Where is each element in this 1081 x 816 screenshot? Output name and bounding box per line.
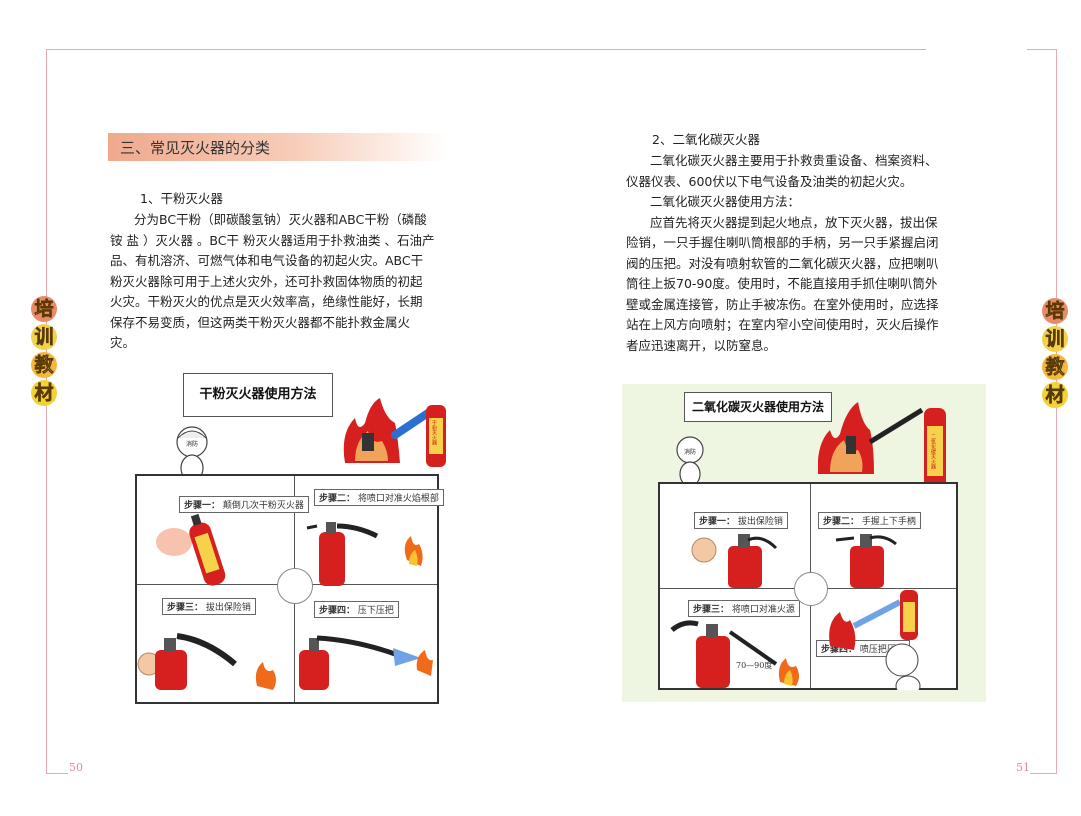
left-frame-bottom bbox=[46, 773, 68, 774]
paragraph-line: 铵 盐 ）灭火器 。BC干 粉灭火器适用于扑救油类 、石油产 bbox=[110, 232, 435, 248]
badge-char: 培 bbox=[1042, 298, 1068, 324]
step-text: 压下压把 bbox=[357, 606, 394, 616]
page-number-left: 50 bbox=[69, 761, 83, 774]
step-2-hold-handle-icon bbox=[835, 534, 897, 588]
left-subheading: 1、干粉灭火器 bbox=[140, 191, 223, 206]
section-title-bar bbox=[108, 133, 448, 161]
step-number: 步骤四： bbox=[821, 645, 858, 655]
left-frame-vertical bbox=[46, 49, 47, 773]
right-frame-top bbox=[1027, 49, 1057, 50]
co2-figure: 二氧化碳灭火器使用方法 消防 二氧化碳灭火器 步骤一： 拔出保险销 步骤二： 手… bbox=[622, 384, 986, 702]
paragraph-line: 灾。 bbox=[110, 335, 136, 350]
badge-char: 培 bbox=[31, 296, 57, 322]
step-4-label: 步骤四： 压下压把 bbox=[314, 601, 399, 618]
step-text: 将喷口对准火源 bbox=[731, 605, 795, 615]
left-paragraph: 分为BC干粉（即碳酸氢钠）灭火器和ABC干粉（磷酸 铵 盐 ）灭火器 。BC干 … bbox=[110, 210, 452, 354]
mascot-icon: 消防 bbox=[676, 436, 704, 487]
paragraph-line: 粉灭火器除可用于上述火灾外，还可扑救固体物质的初起 bbox=[110, 273, 423, 289]
side-badge-left: 培 训 教 材 bbox=[31, 296, 61, 408]
paragraph-line: 应首先将灭火器提到起火地点，放下灭火器，拔出保 bbox=[650, 214, 938, 230]
paragraph-line: 筒往上扳70-90度。使用时，不能直接用手抓住喇叭筒外 bbox=[626, 276, 938, 291]
step-text: 拔出保险销 bbox=[205, 603, 251, 613]
step-2-aiming-extinguisher-icon bbox=[306, 522, 423, 586]
step-1-label: 步骤一： 拔出保险销 bbox=[694, 512, 788, 529]
step-number: 步骤一： bbox=[699, 517, 736, 527]
paragraph-line: 险销，一只手握住喇叭筒根部的手柄，另一只手紧握启闭 bbox=[626, 235, 939, 250]
step-text: 手握上下手柄 bbox=[861, 517, 916, 527]
co2-fire-scene-icon bbox=[818, 402, 946, 492]
mascot-label: 消防 bbox=[186, 440, 198, 448]
extinguisher-label-vertical: 二氧化碳灭火器 bbox=[930, 434, 936, 469]
badge-char: 训 bbox=[31, 324, 57, 350]
step-3-label: 步骤三： 拔出保险销 bbox=[162, 598, 256, 615]
paragraph-line: 火灾。干粉灭火的优点是灭火效率高，绝缘性能好，长期 bbox=[110, 294, 423, 309]
page-number-right: 51 bbox=[1016, 761, 1030, 774]
step-number: 步骤一： bbox=[184, 501, 221, 511]
side-badge-right: 培 训 教 材 bbox=[1042, 298, 1072, 410]
badge-char: 教 bbox=[31, 352, 57, 378]
steps-panel: 步骤一： 拔出保险销 步骤二： 手握上下手柄 步骤三： 将喷口对准火源 步骤四：… bbox=[658, 482, 958, 690]
step-4-spray-icon bbox=[829, 590, 921, 690]
step-4-press-lever-icon bbox=[299, 635, 433, 690]
step-number: 步骤三： bbox=[693, 605, 730, 615]
steps-panel: 步骤一： 颠倒几次干粉灭火器 步骤二： 将喷口对准火焰根部 步骤三： 拔出保险销… bbox=[135, 474, 444, 704]
fire-extinguisher-scene-icon bbox=[343, 398, 446, 467]
step-number: 步骤三： bbox=[167, 603, 204, 613]
center-mascot-icon bbox=[277, 568, 313, 604]
paragraph-line: 分为BC干粉（即碳酸氢钠）灭火器和ABC干粉（磷酸 bbox=[134, 212, 427, 227]
step-number: 步骤二： bbox=[319, 494, 356, 504]
step-text: 拔出保险销 bbox=[737, 517, 783, 527]
usage-heading: 二氧化碳灭火器使用方法： bbox=[650, 194, 801, 209]
extinguisher-label-vertical: 干粉灭火器 bbox=[431, 420, 437, 445]
paragraph-line: 二氧化碳灭火器主要用于扑救贵重设备、档案资料、 bbox=[650, 153, 938, 168]
right-frame-vertical bbox=[1056, 49, 1057, 773]
paragraph-line: 品、有机溶济、可燃气体和电气设备的初起火灾。ABC干 bbox=[110, 253, 424, 268]
mascot-label: 消防 bbox=[684, 448, 696, 456]
paragraph-line: 壁或金属连接管，防止手被冻伤。在室外使用时，应选择 bbox=[626, 296, 939, 312]
paragraph-line: 者应迅速离开，以防窒息。 bbox=[626, 337, 777, 353]
step-text: 颠倒几次干粉灭火器 bbox=[222, 501, 304, 511]
angle-label: 70—90度 bbox=[736, 661, 773, 670]
step-1-shaking-extinguisher-icon bbox=[156, 513, 226, 586]
figure-title-bubble: 二氧化碳灭火器使用方法 bbox=[684, 392, 832, 422]
paragraph-line: 保存不易变质，但这两类干粉灭火器都不能扑救金属火 bbox=[110, 314, 411, 330]
step-1-label: 步骤一： 颠倒几次干粉灭火器 bbox=[179, 496, 309, 513]
step-3-aim-at-fire-icon bbox=[670, 620, 799, 688]
step-2-label: 步骤二： 手握上下手柄 bbox=[818, 512, 921, 529]
figure-title-bubble: 干粉灭火器使用方法 bbox=[183, 373, 333, 417]
step-number: 步骤四： bbox=[319, 606, 356, 616]
right-subheading: 2、二氧化碳灭火器 bbox=[652, 132, 760, 147]
badge-char: 材 bbox=[1042, 382, 1068, 408]
step-text: 将喷口对准火焰根部 bbox=[357, 494, 439, 504]
step-3-pull-pin-icon bbox=[137, 633, 276, 690]
paragraph-line: 仪器仪表、600伏以下电气设备及油类的初起火灾。 bbox=[626, 173, 913, 189]
badge-char: 教 bbox=[1042, 354, 1068, 380]
section-title: 三、常见灭火器的分类 bbox=[120, 139, 271, 157]
step-1-pull-pin-icon bbox=[691, 534, 778, 588]
right-frame-bottom bbox=[1030, 773, 1057, 774]
step-3-label: 步骤三： 将喷口对准火源 bbox=[688, 600, 800, 617]
step-2-label: 步骤二： 将喷口对准火焰根部 bbox=[314, 489, 444, 506]
step-text: 喷压把压下 bbox=[859, 645, 905, 655]
right-paragraph-1: 二氧化碳灭火器主要用于扑救贵重设备、档案资料、 仪器仪表、600伏以下电气设备及… bbox=[626, 151, 958, 356]
paragraph-line: 阀的压把。对没有喷射软管的二氧化碳灭火器，应把喇叭 bbox=[626, 255, 939, 271]
left-frame-top bbox=[46, 49, 926, 50]
paragraph-line: 站在上风方向喷射；在室内窄小空间使用时，灭火后操作 bbox=[626, 317, 939, 332]
badge-char: 材 bbox=[31, 380, 57, 406]
step-number: 步骤二： bbox=[823, 517, 860, 527]
badge-char: 训 bbox=[1042, 326, 1068, 352]
center-mascot-icon bbox=[794, 572, 828, 606]
